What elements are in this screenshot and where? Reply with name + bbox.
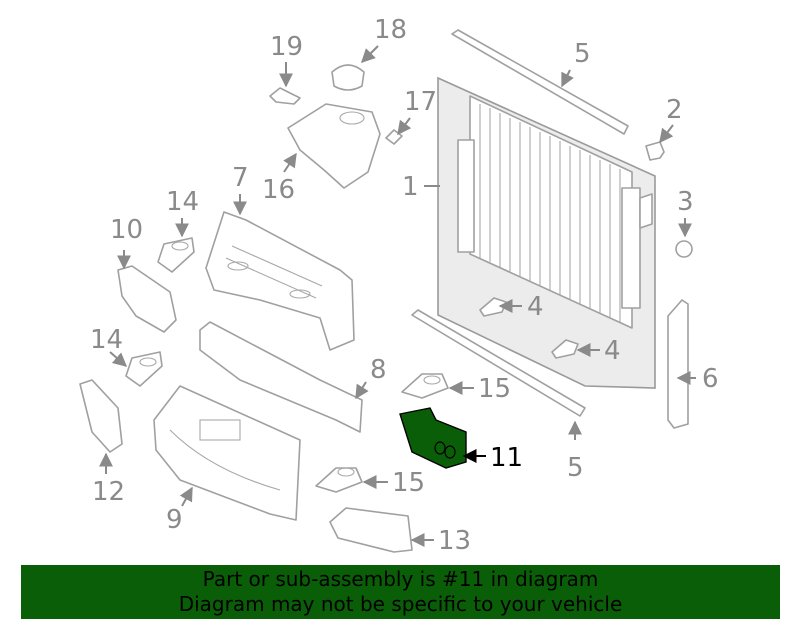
part-19-bracket: [269, 87, 301, 105]
part-2-clip: [645, 141, 665, 161]
callout-11[interactable]: 11: [490, 443, 523, 473]
callout-6: 6: [702, 364, 719, 394]
callout-2: 2: [666, 95, 683, 125]
callout-13: 13: [438, 526, 471, 556]
lower-seal-strip: [411, 309, 586, 417]
part-14-mount-upper: [157, 237, 195, 273]
part-11-highlighted[interactable]: [399, 407, 467, 469]
callout-16: 16: [262, 175, 295, 205]
upper-seal-strip: [451, 29, 629, 135]
part-8-lower-duct: [199, 321, 363, 433]
callout-15-lower: 15: [392, 468, 425, 498]
callout-17: 17: [404, 87, 437, 117]
part-18-cap: [331, 64, 365, 91]
callout-9: 9: [166, 505, 183, 535]
callout-1: 1: [402, 172, 419, 202]
part-14-mount-lower: [125, 351, 163, 387]
callout-14-lower: 14: [90, 325, 123, 355]
callout-5-lower: 5: [567, 453, 584, 483]
callout-8: 8: [370, 355, 387, 385]
callout-5-upper: 5: [574, 39, 591, 69]
info-banner: Part or sub-assembly is #11 in diagram D…: [21, 565, 780, 619]
callout-18: 18: [374, 15, 407, 45]
part-15-mount-upper: [401, 373, 449, 399]
part-15-mount-lower: [315, 467, 363, 493]
part-13-brake-duct: [329, 507, 413, 553]
callout-12: 12: [92, 477, 125, 507]
part-6-side-seal: [667, 299, 689, 429]
callout-4-upper: 4: [527, 292, 544, 322]
part-3-grommet: [675, 240, 693, 258]
part-4-bracket-lower: [551, 339, 579, 359]
callout-14-upper: 14: [166, 187, 199, 217]
callout-3: 3: [677, 187, 694, 217]
banner-line-2: Diagram may not be specific to your vehi…: [178, 592, 623, 616]
callout-4-lower: 4: [604, 336, 621, 366]
callout-7: 7: [232, 163, 249, 193]
part-7-air-duct: [205, 211, 355, 351]
part-12-air-duct: [79, 379, 123, 453]
callout-15-upper: 15: [478, 374, 511, 404]
banner-line-1: Part or sub-assembly is #11 in diagram: [202, 567, 599, 591]
part-10-air-guide: [117, 265, 177, 333]
callout-10: 10: [110, 215, 143, 245]
callout-19: 19: [270, 32, 303, 62]
leader-lines: [99, 45, 696, 547]
part-9-shroud: [153, 385, 301, 521]
part-16-expansion-tank: [287, 103, 381, 189]
